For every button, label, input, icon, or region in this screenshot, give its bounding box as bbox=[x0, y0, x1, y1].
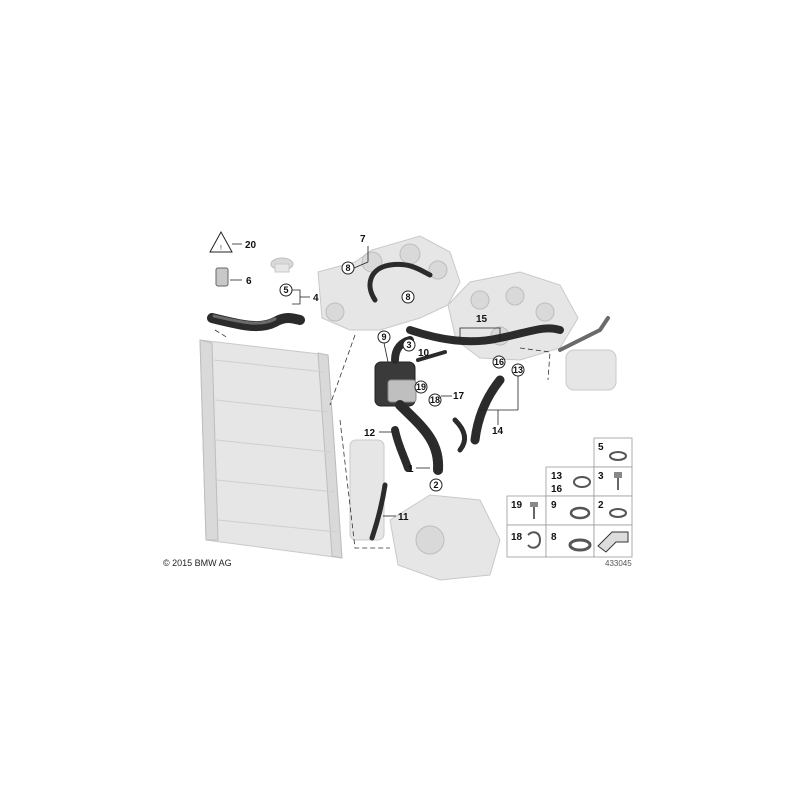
callout-18: 18 bbox=[430, 395, 440, 405]
callout-7: 7 bbox=[360, 234, 366, 245]
callout-19: 19 bbox=[416, 382, 426, 392]
radiator bbox=[199, 339, 343, 559]
copyright-text: © 2015 BMW AG bbox=[163, 558, 232, 568]
callout-2: 2 bbox=[433, 480, 438, 490]
callout-20: 20 bbox=[245, 240, 257, 251]
hose-7 bbox=[367, 261, 433, 303]
callout-3: 3 bbox=[406, 340, 411, 350]
legend-5: 5 bbox=[598, 442, 604, 453]
filler-cap bbox=[270, 257, 294, 273]
cylinder-head-left bbox=[317, 235, 461, 331]
diagram-number: 433045 bbox=[605, 559, 632, 568]
legend-8: 8 bbox=[551, 532, 557, 543]
warning-triangle-icon: ! bbox=[209, 230, 233, 253]
callout-15: 15 bbox=[476, 314, 488, 325]
callout-9: 9 bbox=[381, 332, 386, 342]
side-tank bbox=[349, 439, 385, 541]
hose-14 bbox=[452, 375, 505, 453]
callout-11: 11 bbox=[398, 512, 409, 523]
legend-2: 2 bbox=[598, 500, 604, 511]
callout-6: 6 bbox=[246, 276, 252, 287]
callout-1: 1 bbox=[408, 464, 414, 475]
hose-12 bbox=[391, 426, 412, 472]
svg-text:!: ! bbox=[220, 245, 222, 252]
hose-11 bbox=[369, 482, 388, 541]
callout-16: 16 bbox=[494, 357, 504, 367]
callout-10: 10 bbox=[418, 348, 430, 359]
callout-12: 12 bbox=[364, 428, 376, 439]
callout-14: 14 bbox=[492, 426, 504, 437]
callout-4: 4 bbox=[313, 293, 319, 304]
hose-upper-radiator bbox=[207, 313, 305, 332]
callout-8-upper: 8 bbox=[345, 263, 350, 273]
legend-16: 16 bbox=[551, 484, 563, 495]
hose-1 bbox=[395, 400, 444, 475]
legend-3: 3 bbox=[598, 471, 604, 482]
callout-17: 17 bbox=[453, 391, 465, 402]
lower-engine bbox=[389, 494, 501, 581]
legend-18: 18 bbox=[511, 532, 523, 543]
fastener-legend: 5 13 16 3 19 9 2 18 8 bbox=[506, 437, 633, 558]
expansion-tank bbox=[558, 316, 617, 391]
legend-9: 9 bbox=[551, 500, 557, 511]
sensor-6 bbox=[215, 267, 229, 287]
legend-13: 13 bbox=[551, 471, 563, 482]
legend-19: 19 bbox=[511, 500, 523, 511]
callout-8-lower: 8 bbox=[405, 292, 410, 302]
hose-10 bbox=[416, 350, 447, 362]
callout-13: 13 bbox=[513, 365, 523, 375]
cylinder-head-right bbox=[447, 271, 579, 361]
callout-5: 5 bbox=[283, 285, 288, 295]
arrow-icon bbox=[597, 531, 629, 553]
